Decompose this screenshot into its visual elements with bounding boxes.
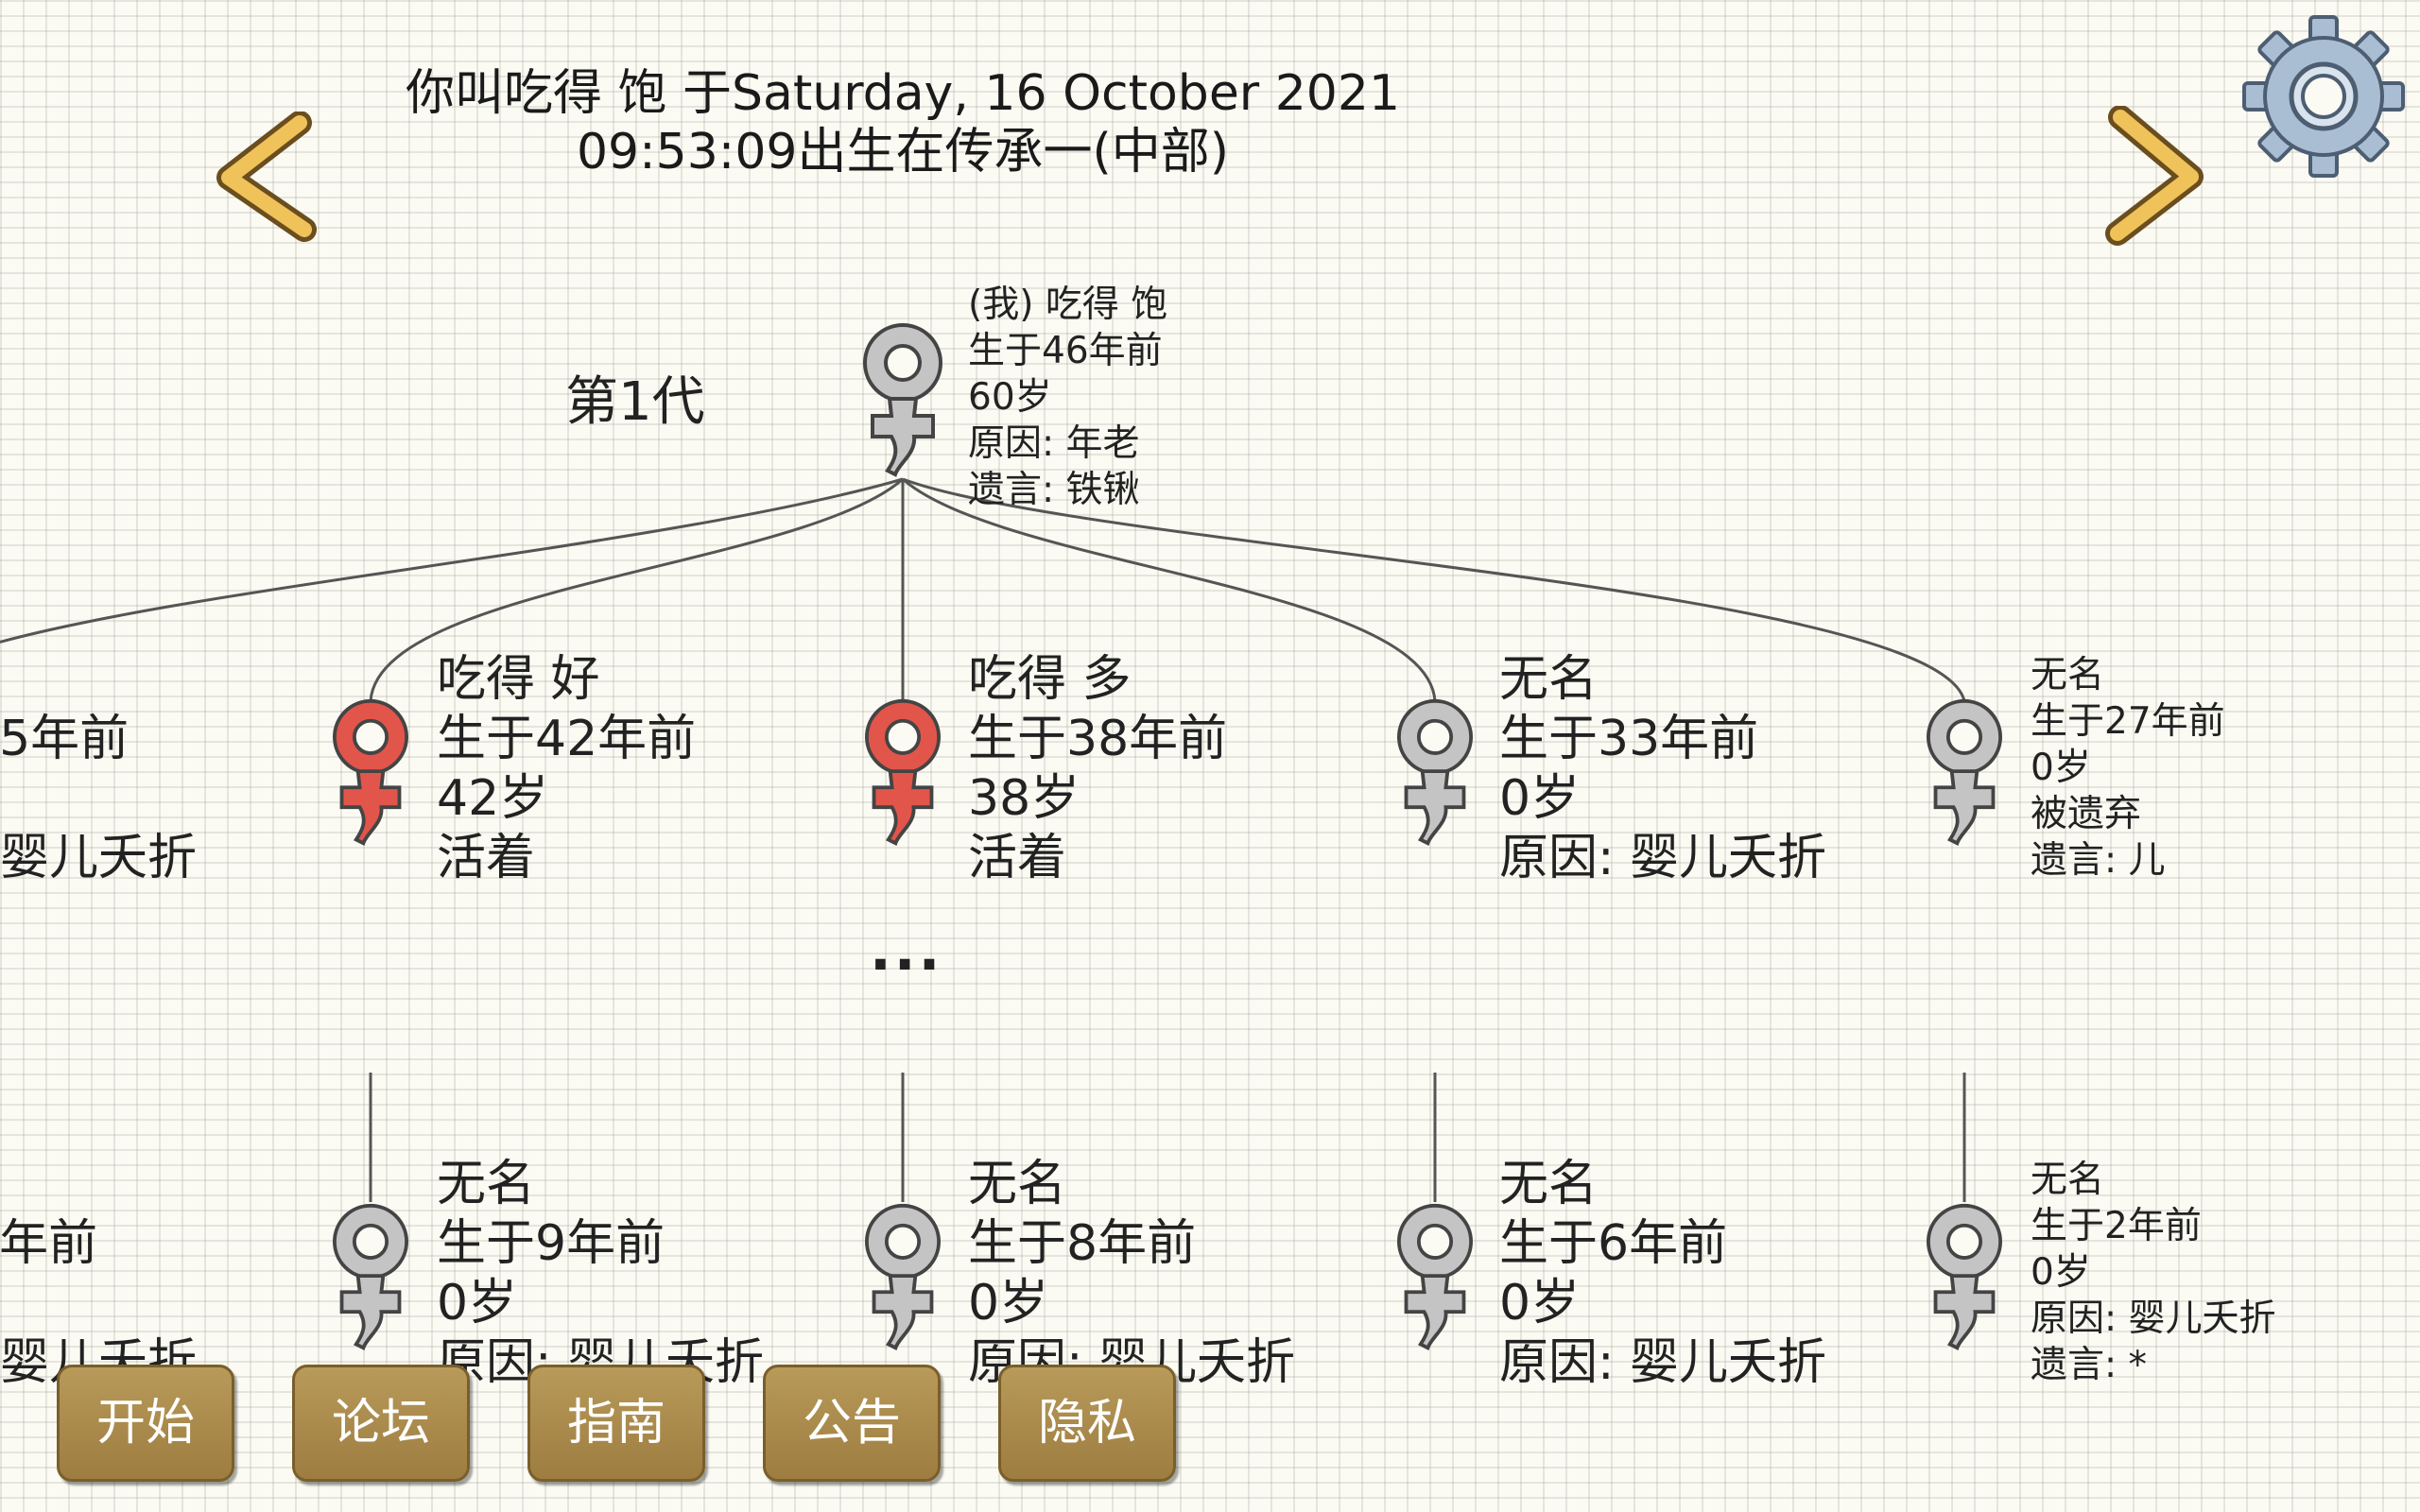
person-card-row2-3[interactable]: 无名 生于6年前 0岁 原因: 婴儿夭折 [1499,1155,1826,1393]
person-card-row2-0[interactable]: 名 于9年前 因: 婴儿夭折 [0,1155,197,1393]
person-card-row1-2[interactable]: 吃得 多 生于38年前 38岁 活着 [968,650,1227,888]
person-age: 0岁 [2031,1251,2091,1294]
person-cause: 原因: 婴儿夭折 [1499,1334,1827,1391]
female-symbol-icon[interactable] [1386,697,1484,849]
notice-button[interactable]: 公告 [763,1365,941,1482]
person-age: 0岁 [437,1275,518,1332]
person-age: 60岁 [968,376,1052,419]
person-age: 0岁 [2031,747,2091,789]
person-name: 无名 [1499,1156,1599,1212]
person-card-row2-4[interactable]: 无名 生于2年前 0岁 原因: 婴儿夭折 遗言: * [2031,1157,2276,1388]
person-status: 被遗弃 [2031,793,2142,835]
person-age: 38岁 [968,770,1080,827]
person-birth: 生于9年前 [437,1215,666,1272]
connector-line [0,477,904,644]
female-symbol-icon[interactable] [321,697,420,849]
birth-info-line1: 你叫吃得 饱 于Saturday, 16 October 2021 [405,65,1401,122]
person-name: 无名 [1499,651,1599,708]
person-card-row2-1[interactable]: 无名 生于9年前 0岁 原因: 婴儿夭折 [437,1155,764,1393]
person-card-root[interactable]: (我) 吃得 饱 生于46年前 60岁 原因: 年老 遗言: 铁锹 [968,282,1167,513]
gear-icon[interactable] [2240,13,2407,180]
person-birth: 生于2年前 [2031,1205,2202,1247]
person-age [0,769,197,829]
female-symbol-icon[interactable] [321,1202,420,1353]
person-name: 无名 [437,1156,536,1212]
person-birth: 生于42年前 [437,711,697,767]
person-cause: 原因: 年老 [968,422,1140,465]
connector-line [369,477,904,702]
person-card-row1-3[interactable]: 无名 生于33年前 0岁 原因: 婴儿夭折 [1499,650,1826,888]
person-name: 无名 [2031,1159,2105,1201]
person-status: 活着 [968,830,1067,886]
birth-info-header: 你叫吃得 饱 于Saturday, 16 October 2021 09:53:… [321,64,1484,181]
person-name: 无名 [2031,654,2105,696]
person-name: (我) 吃得 饱 [968,284,1168,326]
person-birth: 于45年前 [0,711,130,767]
female-symbol-icon[interactable] [854,697,952,849]
person-age: 42岁 [437,770,549,827]
generation-label: 第1代 [565,371,705,433]
chevron-right-icon[interactable] [2097,106,2210,248]
person-cause: 原因: 婴儿夭折 [1499,830,1827,886]
person-name: 无名 [968,1156,1067,1212]
person-last-words: 遗言: * [2031,1344,2148,1386]
person-name: 吃得 多 [968,651,1132,708]
person-birth: 于9年前 [0,1215,98,1272]
person-card-row1-1[interactable]: 吃得 好 生于42年前 42岁 活着 [437,650,696,888]
connector-line [902,477,1966,702]
person-last-words: 遗言: 儿 [2031,839,2166,882]
birth-info-line2: 09:53:09出生在传承一(中部) [576,124,1230,180]
person-age: 0岁 [968,1275,1049,1332]
person-cause: 因: 婴儿夭折 [0,830,198,886]
person-birth: 生于33年前 [1499,711,1759,767]
female-symbol-icon[interactable] [1915,697,2014,849]
person-status: 活着 [437,830,536,886]
person-birth: 生于38年前 [968,711,1228,767]
female-symbol-icon[interactable] [1915,1202,2014,1353]
person-card-row2-2[interactable]: 无名 生于8年前 0岁 原因: 婴儿夭折 [968,1155,1295,1393]
female-symbol-icon[interactable] [854,1202,952,1353]
female-symbol-icon[interactable] [854,321,952,480]
person-name: 名 [0,650,197,710]
privacy-button[interactable]: 隐私 [998,1365,1176,1482]
person-card-row1-4[interactable]: 无名 生于27年前 0岁 被遗弃 遗言: 儿 [2031,652,2225,884]
person-last-words: 遗言: 铁锹 [968,469,1140,511]
person-birth: 生于6年前 [1499,1215,1728,1272]
person-name: 名 [0,1155,197,1214]
person-birth: 生于27年前 [2031,700,2225,743]
person-age: 0岁 [1499,1275,1581,1332]
female-symbol-icon[interactable] [1386,1202,1484,1353]
person-card-row1-0[interactable]: 名 于45年前 因: 婴儿夭折 [0,650,197,888]
person-name: 吃得 好 [437,651,600,708]
guide-button[interactable]: 指南 [527,1365,705,1482]
collapsed-generations-ellipsis[interactable]: ··· [870,932,943,998]
start-button[interactable]: 开始 [57,1365,234,1482]
connector-line [902,477,1437,702]
forum-button[interactable]: 论坛 [292,1365,470,1482]
chevron-left-icon[interactable] [210,112,323,244]
person-cause: 原因: 婴儿夭折 [2031,1297,2276,1340]
person-age: 0岁 [1499,770,1581,827]
person-birth: 生于46年前 [968,330,1163,372]
person-age [0,1274,197,1333]
person-birth: 生于8年前 [968,1215,1197,1272]
